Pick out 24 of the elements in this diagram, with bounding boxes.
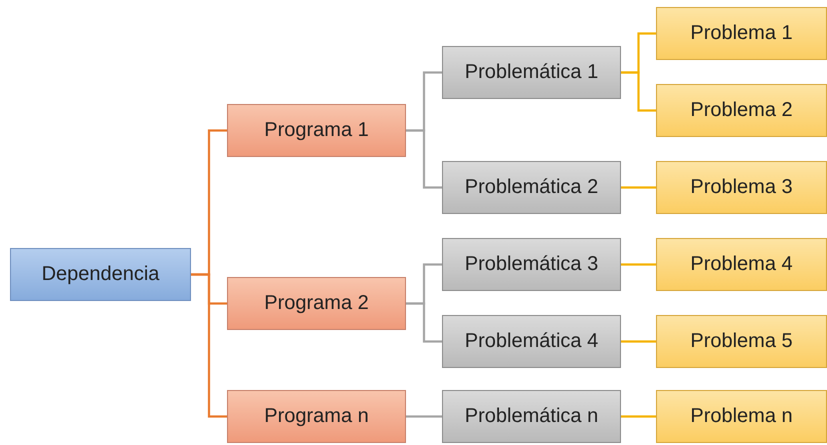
connector-line bbox=[621, 186, 656, 189]
label-box: Programa 1 bbox=[227, 104, 406, 157]
label-box: Problema 1 bbox=[656, 7, 827, 60]
label-box: Programa 2 bbox=[227, 277, 406, 330]
label-box: Programa n bbox=[227, 390, 406, 443]
connector-line bbox=[406, 129, 442, 189]
connector-line bbox=[621, 71, 656, 112]
connector-line bbox=[621, 340, 656, 343]
label-box: Problemática 2 bbox=[442, 161, 621, 214]
label-box: Problema n bbox=[656, 390, 827, 443]
connector-line bbox=[406, 415, 442, 418]
label-box: Problema 4 bbox=[656, 238, 827, 291]
label-box: Problemática 3 bbox=[442, 238, 621, 291]
connector-line bbox=[191, 273, 227, 418]
label-box: Dependencia bbox=[10, 248, 191, 301]
label-box: Problemática n bbox=[442, 390, 621, 443]
label-box: Problemática 1 bbox=[442, 46, 621, 99]
label-box: Problema 5 bbox=[656, 315, 827, 368]
connector-line bbox=[621, 263, 656, 266]
connector-line bbox=[621, 415, 656, 418]
label-box: Problemática 4 bbox=[442, 315, 621, 368]
label-box: Problema 3 bbox=[656, 161, 827, 214]
connector-line bbox=[406, 302, 442, 343]
label-box: Problema 2 bbox=[656, 84, 827, 137]
